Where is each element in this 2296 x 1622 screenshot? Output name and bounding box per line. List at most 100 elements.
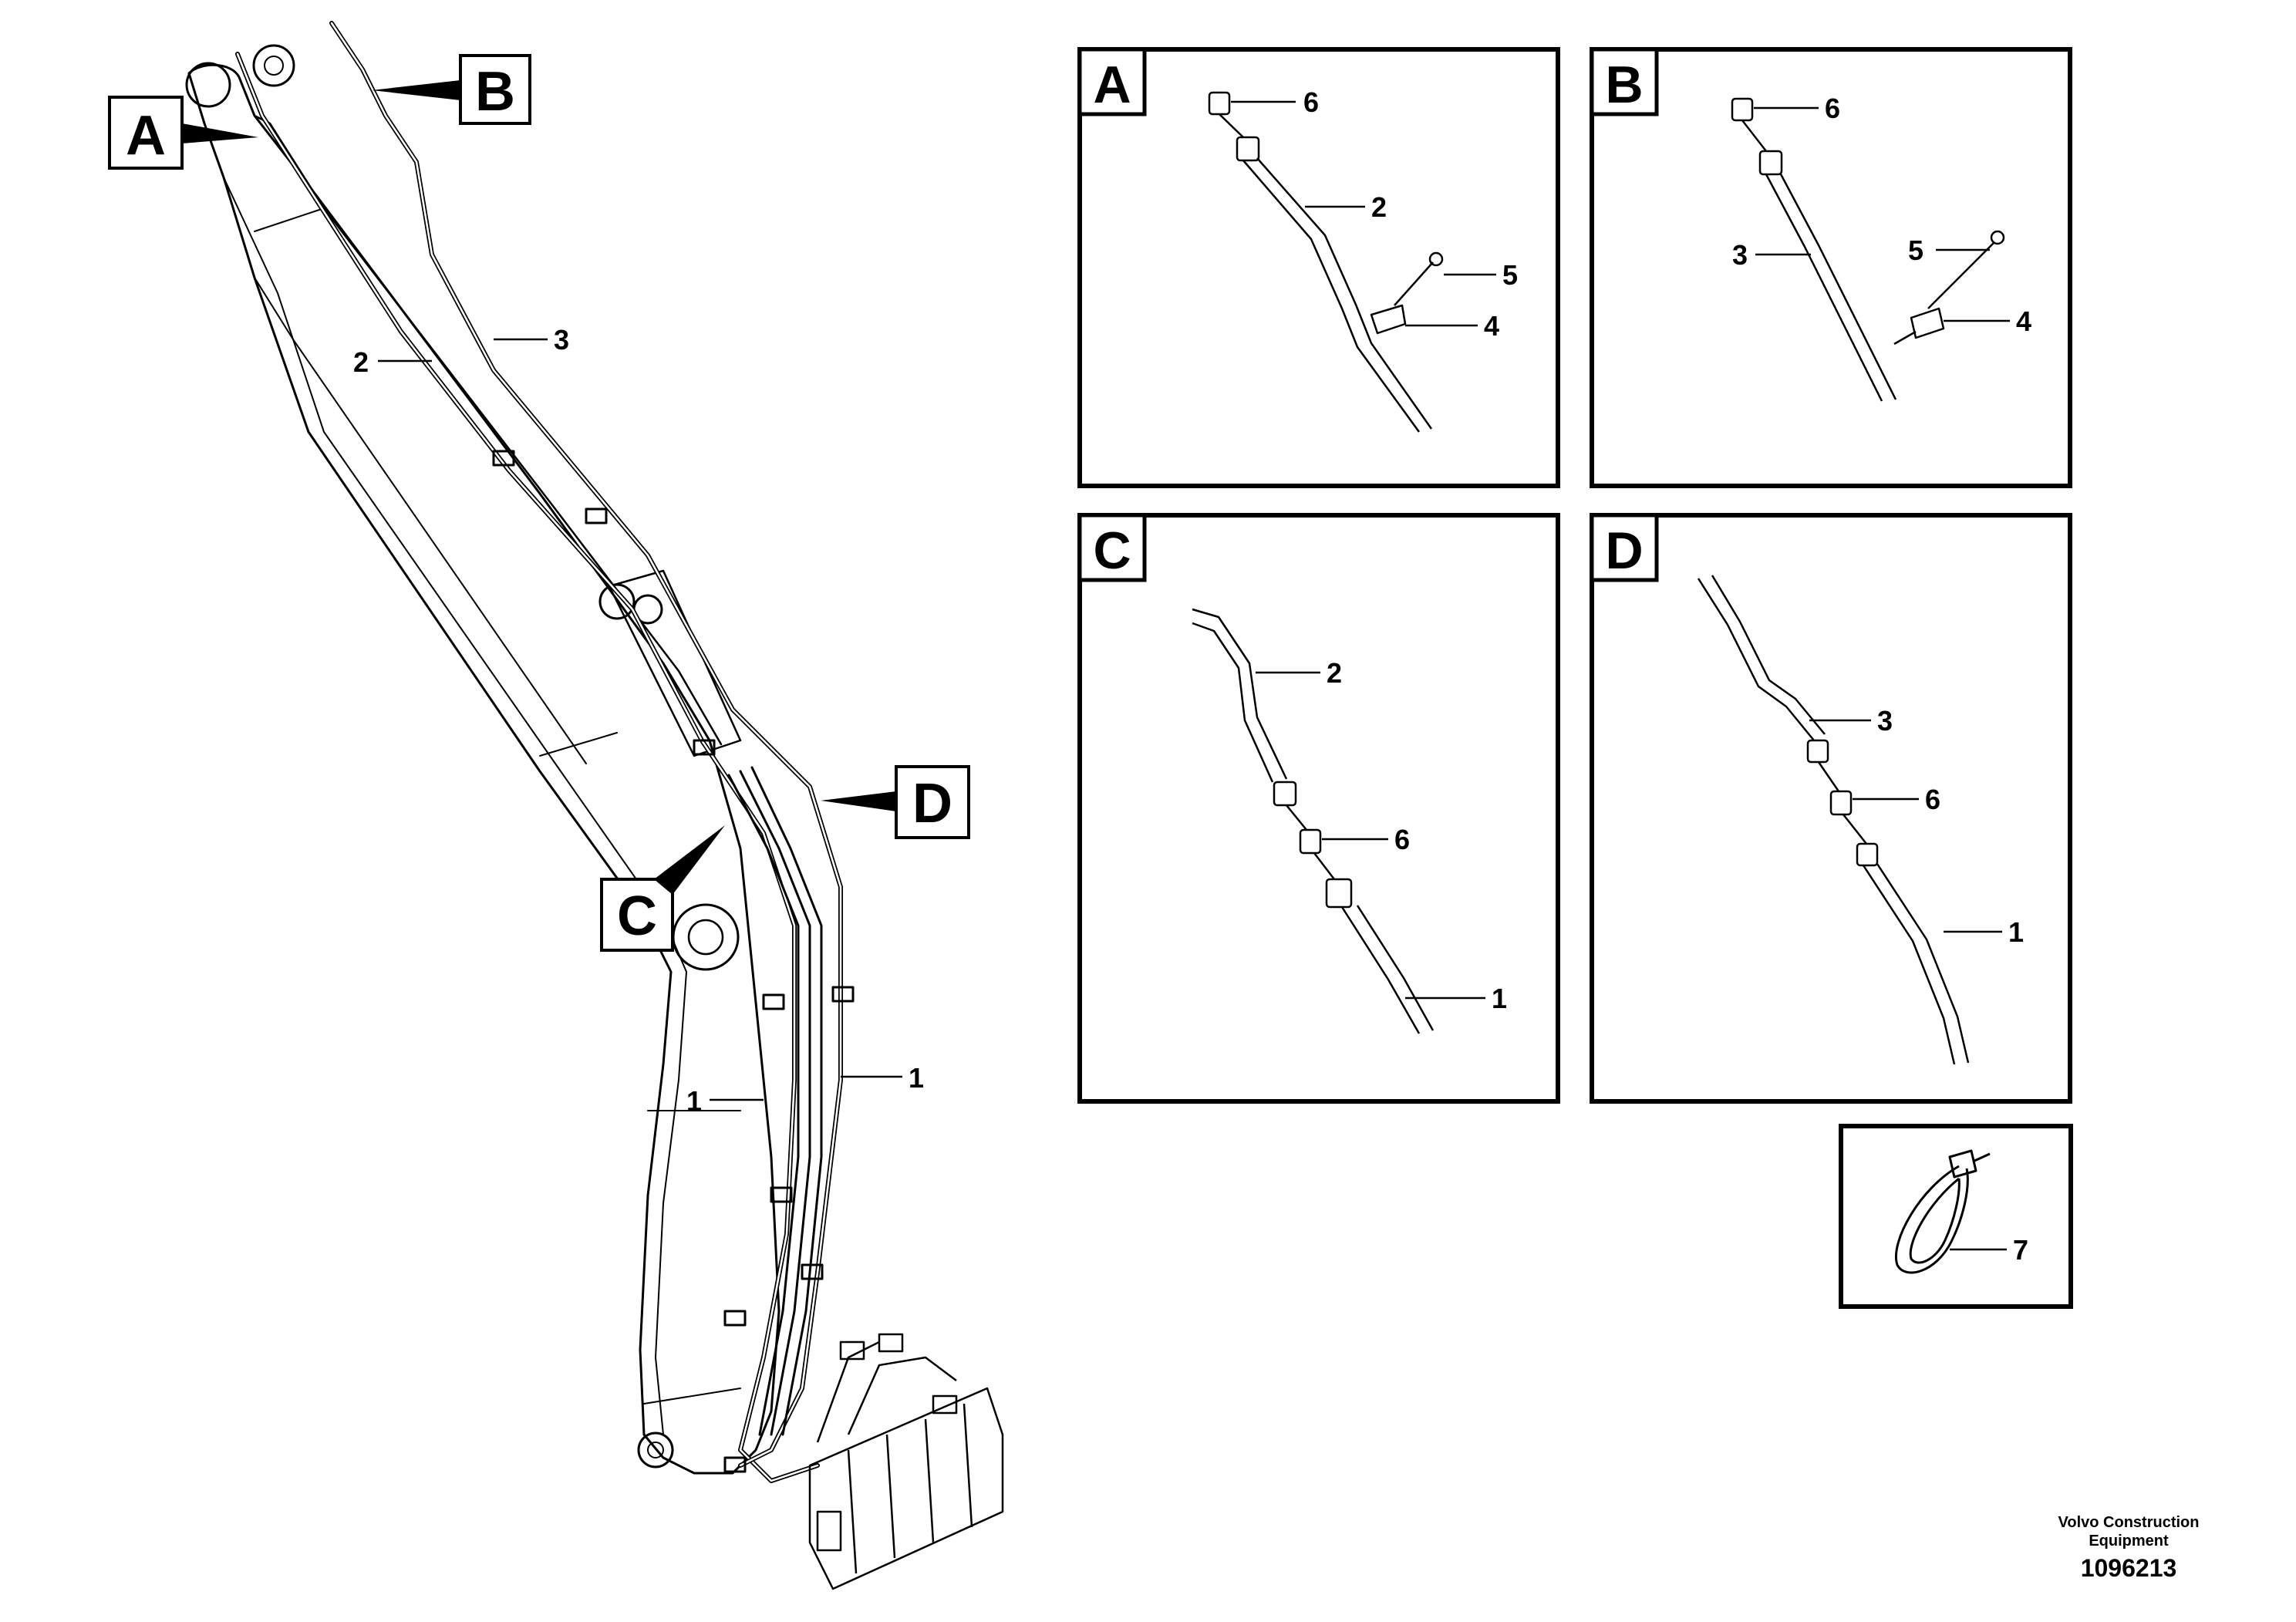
panel-d-upper-hose-edge [1711,575,1826,735]
panel-a-nut-axis [1219,113,1244,138]
panel-tie-frame [1839,1124,2073,1309]
panel-c-label-2: 2 [1327,657,1342,689]
panel-c-upper-hose [1192,608,1288,780]
panel-c-tag [1077,513,1147,582]
callout-a-letter: A [126,105,166,167]
hose-bundle-b [750,766,823,1436]
hose-3-route [329,21,843,1468]
valve-port-1 [839,1340,865,1361]
valve-port-3 [932,1394,958,1415]
boom-outline [187,63,781,1475]
boom-web-1 [254,207,325,232]
panel-a-screw-head [1428,251,1444,267]
callout-a-pointer [182,123,258,143]
panel-c-frame [1077,513,1560,1104]
panel-b-nut-axis [1741,120,1767,152]
hose-3-route-inner [330,22,842,1467]
panel-b-screw [1927,241,1995,309]
callout-c-pointer [654,825,725,895]
callout-d-box [895,765,970,839]
item-label-1-left: 1 [686,1085,702,1117]
panel-c-nut [1299,828,1322,855]
panel-c-nut-axis [1286,804,1307,831]
callout-d-letter: D [912,773,952,835]
boom-tip-pin-right-inner [264,56,284,76]
hose-clamp-6 [770,1186,793,1203]
footer-part-number: 1096213 [2080,1554,2177,1582]
panel-d-nut-axis-2 [1843,814,1867,845]
panel-b-label-5: 5 [1908,234,1923,266]
panel-b-hose [1765,174,1883,402]
panel-a-label-5: 5 [1502,259,1518,291]
valve-pipe-1 [816,1340,880,1443]
panel-d-label-1: 1 [2008,916,2024,948]
boom-inner-edge [223,177,687,1435]
panel-a-clamp [1370,304,1407,335]
panel-c-title: C [1093,521,1131,580]
panel-b-tag [1590,47,1659,116]
detail-panel-c: C 2 6 1 [1077,513,1560,1104]
footer-company-line1: Volvo Construction [2058,1514,2200,1531]
panel-d-lower-hose [1862,865,1956,1065]
panel-a-label-6: 6 [1303,86,1319,118]
valve-section-3 [924,1418,935,1543]
panel-a-label-2: 2 [1371,191,1387,223]
hose-clamp-3 [693,739,716,756]
boom-center-pin-inner [687,919,724,956]
boom-foot-pin-outer [637,1431,674,1469]
boom-illustration [185,44,781,1475]
panel-d-nut [1829,790,1853,816]
boom-foot-pin-inner [647,1442,664,1458]
panel-c-lower-fitting [1325,878,1353,909]
callout-d: D [821,765,970,839]
hose-clamp-9 [723,1456,747,1473]
boom-tip-pin-left [185,62,231,108]
valve-section-1 [847,1449,858,1574]
panel-d-upper-fitting [1806,739,1829,764]
cable-tie-inner [1909,1177,1961,1264]
item-label-2: 2 [353,346,369,378]
detail-panel-b: B 6 3 5 4 [1590,47,2072,488]
valve-pipe-2 [847,1356,957,1435]
hose-clamp-7 [801,1263,824,1280]
cable-tie-tail [1972,1152,1991,1163]
panel-a-title: A [1093,56,1131,114]
panel-a-hose-edge [1256,157,1433,430]
boom-tip-pin-right [252,44,295,87]
hose-2-route [235,52,820,1483]
panel-b-hose-edge [1778,172,1897,400]
panel-b-fitting [1758,150,1783,176]
panel-a-hose [1242,160,1421,433]
panel-b-label-6: 6 [1825,93,1840,124]
panel-c-label-6: 6 [1394,824,1410,855]
panel-d-label-6: 6 [1925,784,1940,815]
hose-clamp-5 [831,986,855,1003]
boom-bracket [608,569,742,757]
boom-web-4 [643,1388,741,1404]
panel-d-lower-hose-edge [1876,863,1970,1064]
panel-b-clamp-tab [1893,330,1917,346]
hose-bundle-a [739,770,811,1436]
detail-panel-a: A 6 2 5 4 [1077,47,1560,488]
valve-body [808,1387,1004,1590]
hose-bundle-c [727,774,800,1436]
valve-port-4 [816,1510,842,1552]
callout-d-pointer [821,791,896,811]
panel-a-fitting [1236,136,1260,162]
panel-a-tag [1077,47,1147,116]
boom-web-2 [539,732,618,757]
detail-panel-tie: 7 [1839,1124,2073,1309]
panel-c-label-1: 1 [1492,983,1507,1014]
panel-d-title: D [1605,521,1643,580]
valve-section-4 [963,1403,973,1528]
panel-c-nut-axis-2 [1313,852,1335,880]
panel-b-frame [1590,47,2072,488]
panel-b-label-4: 4 [2016,305,2031,337]
panel-c-upper-hose-edge [1192,622,1274,783]
panel-b-label-3: 3 [1732,239,1748,271]
panel-c-lower-hose [1340,906,1421,1034]
panel-b-clamp [1910,307,1945,339]
hose-clamp-1 [492,450,515,467]
hose-clamp-2 [585,508,608,524]
